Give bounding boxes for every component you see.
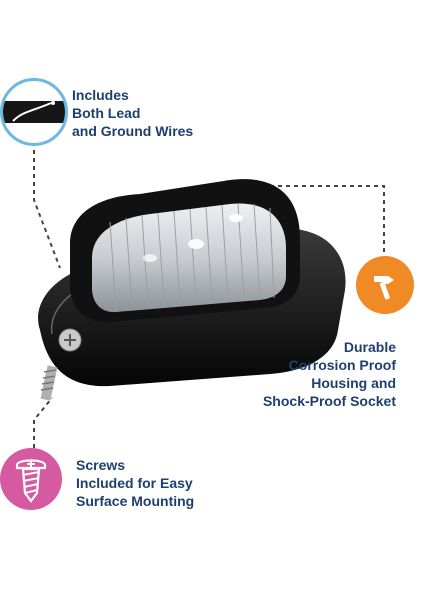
housing-line-4: Shock-Proof Socket xyxy=(262,393,396,409)
wire-badge xyxy=(0,78,68,146)
connector-wires xyxy=(33,142,61,269)
hammer-badge xyxy=(356,256,414,314)
connector-lines xyxy=(33,142,385,448)
housing-callout: Durable Corrosion Proof Housing and Shoc… xyxy=(260,338,396,410)
screw-icon xyxy=(15,459,47,503)
wire-icon xyxy=(3,101,65,123)
led-3 xyxy=(143,254,157,262)
housing-line-3: Housing and xyxy=(311,375,396,391)
hammer-icon xyxy=(374,276,394,300)
wires-line-3: and Ground Wires xyxy=(72,123,194,139)
mounting-screw xyxy=(40,328,82,401)
connector-housing xyxy=(262,185,385,256)
wires-line-2: Both Lead xyxy=(72,105,141,121)
housing-line-2: Corrosion Proof xyxy=(288,357,396,373)
led-1 xyxy=(188,239,204,249)
screws-line-2: Included for Easy xyxy=(76,475,193,491)
wires-line-1: Includes xyxy=(72,87,129,103)
wires-callout: Includes Both Lead and Ground Wires xyxy=(72,86,193,140)
screws-line-3: Surface Mounting xyxy=(76,493,195,509)
led-2 xyxy=(229,214,243,222)
screws-callout: Screws Included for Easy Surface Mountin… xyxy=(76,456,194,510)
lens xyxy=(92,203,286,313)
screw-badge xyxy=(0,448,62,510)
connector-screws xyxy=(33,397,53,448)
screws-line-1: Screws xyxy=(76,457,126,473)
housing-line-1: Durable xyxy=(343,339,396,355)
